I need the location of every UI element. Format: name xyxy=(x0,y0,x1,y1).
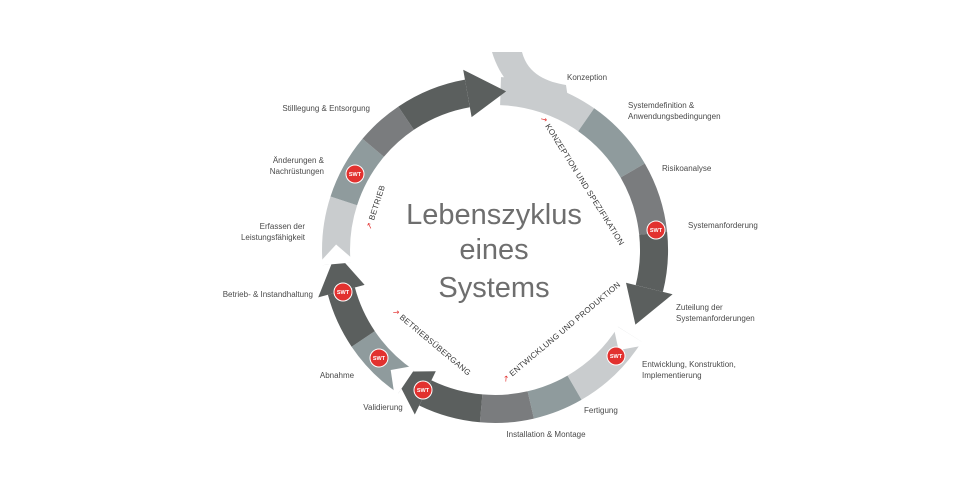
swt-badge: SWT xyxy=(333,282,353,302)
phase-start-notch xyxy=(390,365,418,399)
swt-badge-circle xyxy=(369,348,389,368)
stage-label-line: Betrieb- & Instandhaltung xyxy=(223,290,313,299)
phase-label: ↗ BETRIEB xyxy=(364,184,387,230)
stage-label: Systemdefinition & Anwendungsbedingungen xyxy=(628,101,721,121)
swt-badge-text: SWT xyxy=(349,172,362,178)
stage-label: Risikoanalyse xyxy=(662,164,712,173)
swt-badge-circle xyxy=(333,282,353,302)
swt-badge: SWT xyxy=(606,346,626,366)
stage-label: Abnahme xyxy=(320,371,355,380)
swt-badge-text: SWT xyxy=(417,388,430,394)
stage-label-line: Anwendungsbedingungen xyxy=(628,112,721,121)
ring-segment xyxy=(578,108,645,178)
swt-badge: SWT xyxy=(345,164,365,184)
phase-arrow-head xyxy=(463,69,507,118)
swt-badge-circle xyxy=(646,220,666,240)
stage-label: Entwicklung, Konstruktion, Implementierun… xyxy=(642,360,736,380)
stage-label: Betrieb- & Instandhaltung xyxy=(223,290,313,299)
ring-segment xyxy=(419,380,483,423)
stage-label-line: Installation & Montage xyxy=(506,430,586,439)
ring-segment xyxy=(635,231,669,292)
ring-segments xyxy=(316,52,673,423)
swt-badge-circle xyxy=(413,380,433,400)
stage-label: Systemanforderung xyxy=(688,221,758,230)
stage-label: Validierung xyxy=(363,403,402,412)
stage-label-line: Erfassen der xyxy=(260,222,306,231)
title-line-2: eines xyxy=(459,234,528,266)
ring-segment xyxy=(500,77,595,132)
phase-start-notch xyxy=(612,323,647,351)
stage-label-line: Fertigung xyxy=(584,406,618,415)
ring-segment xyxy=(322,196,358,266)
ring-segment xyxy=(398,79,470,130)
stage-label-line: Abnahme xyxy=(320,371,355,380)
ring-segment xyxy=(620,163,668,235)
ring-segment xyxy=(527,375,582,419)
phase-arrow-icon: ↗ xyxy=(538,114,551,127)
stage-label-line: Stilllegung & Entsorgung xyxy=(282,104,370,113)
center-title: Lebenszyklus eines Systems xyxy=(406,199,582,304)
swt-badge-text: SWT xyxy=(373,356,386,362)
swt-badge: SWT xyxy=(369,348,389,368)
phase-arrow-head xyxy=(318,252,365,298)
stage-label: Änderungen & Nachrüstungen xyxy=(270,156,325,176)
stage-label: Konzeption xyxy=(567,73,607,82)
phase-label-text: ↗ BETRIEB xyxy=(364,184,387,230)
swt-badge: SWT xyxy=(413,380,433,400)
swt-badges: SWT SWT SWT SWT SWT SWT xyxy=(333,164,666,400)
swt-badge-circle xyxy=(345,164,365,184)
stage-label-line: Leistungsfähigkeit xyxy=(241,233,306,242)
stage-label-line: Änderungen & xyxy=(273,156,325,165)
stage-label-line: Systemanforderungen xyxy=(676,314,755,323)
title-line-3: Systems xyxy=(438,272,549,304)
ring-segment xyxy=(362,106,414,157)
stage-label-line: Konzeption xyxy=(567,73,607,82)
stage-label-line: Validierung xyxy=(363,403,402,412)
swt-badge-text: SWT xyxy=(610,354,623,360)
stage-label-line: Entwicklung, Konstruktion, xyxy=(642,360,736,369)
stage-label: Installation & Montage xyxy=(506,430,586,439)
swt-badge-text: SWT xyxy=(337,290,350,296)
stage-label-line: Zuteilung der xyxy=(676,303,723,312)
phase-name: BETRIEB xyxy=(367,184,387,221)
ring-segment xyxy=(479,391,534,423)
stage-label-line: Systemdefinition & xyxy=(628,101,695,110)
swt-badge-text: SWT xyxy=(650,228,663,234)
ring-segment xyxy=(327,287,375,347)
stage-label: Stilllegung & Entsorgung xyxy=(282,104,370,113)
swt-badge-circle xyxy=(606,346,626,366)
phase-start-notch xyxy=(316,244,357,266)
phase-arrow-icon: ↗ xyxy=(364,219,376,231)
swt-badge: SWT xyxy=(646,220,666,240)
stage-label: Fertigung xyxy=(584,406,618,415)
stage-label-line: Nachrüstungen xyxy=(270,167,324,176)
stage-label-line: Risikoanalyse xyxy=(662,164,712,173)
stage-label-line: Systemanforderung xyxy=(688,221,758,230)
stage-label-line: Implementierung xyxy=(642,371,702,380)
title-line-1: Lebenszyklus xyxy=(406,199,582,231)
phase-arrow-head xyxy=(626,282,673,325)
